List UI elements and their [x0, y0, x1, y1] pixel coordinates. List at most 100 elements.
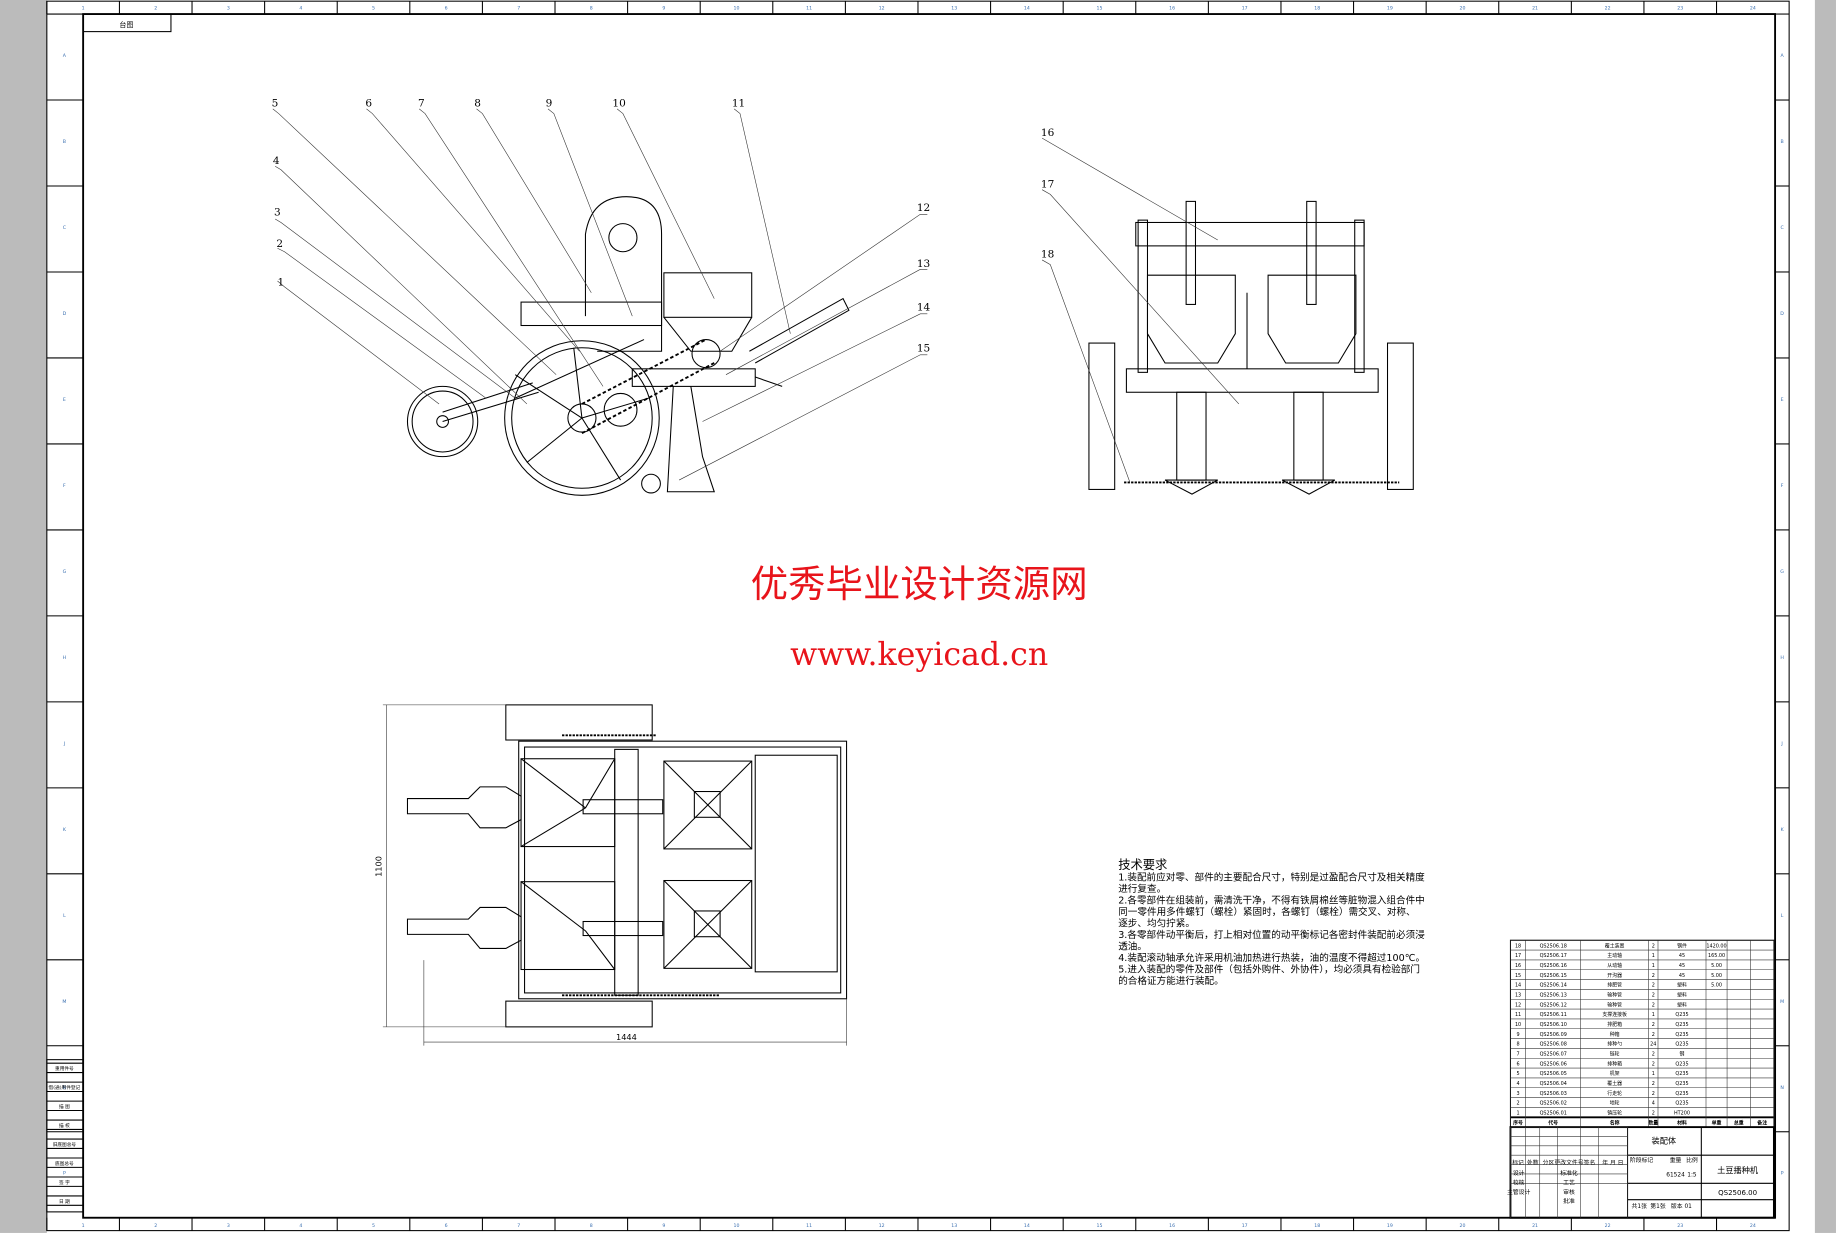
balloon-9: 9 [546, 98, 553, 110]
bom-cell: 2 [1652, 1081, 1655, 1087]
bom-cell: 5.00 [1711, 973, 1722, 979]
bom-cell: QS2506.07 [1540, 1051, 1567, 1057]
side-label: 签 字 [59, 1179, 70, 1186]
zone-row-label: A [63, 53, 67, 59]
bom-cell: 2 [1652, 1091, 1655, 1097]
balloon-14: 14 [917, 301, 931, 313]
bom-cell: QS2506.03 [1540, 1091, 1567, 1097]
bom-cell: 塑料 [1677, 982, 1687, 989]
bom-cell: 钢件 [1677, 942, 1687, 949]
side-label: 底图总号 [55, 1160, 74, 1167]
bom-cell: 3 [1517, 1091, 1520, 1097]
scale-value: 1:5 [1687, 1172, 1697, 1178]
bom-cell: 覆土装置 [1605, 942, 1625, 949]
bom-cell: QS2506.08 [1540, 1042, 1567, 1048]
bom-cell: QS2506.11 [1540, 1012, 1567, 1018]
bom-cell: 5 [1517, 1071, 1520, 1077]
zone-col-label: 2 [154, 1223, 157, 1229]
bom-cell: 9 [1517, 1032, 1520, 1038]
zone-col-label: 6 [445, 5, 448, 11]
bom-cell: QS2506.10 [1540, 1022, 1567, 1028]
sheet-tab-label: 台图 [119, 20, 133, 29]
zone-col-label: 16 [1169, 5, 1175, 11]
bom-cell: 6 [1517, 1061, 1520, 1067]
role-label: 设计 [1513, 1169, 1525, 1177]
bom-row: 8 QS2506.08 排种勺 24 Q235 [1510, 1041, 1774, 1049]
zone-col-label: 4 [299, 5, 302, 11]
bom-cell: 24 [1650, 1042, 1656, 1048]
bom-header: 数量 [1648, 1119, 1658, 1126]
bom-cell: 2 [1652, 1002, 1655, 1008]
bom-cell: QS2506.15 [1540, 973, 1567, 979]
watermark-title: 优秀毕业设计资源网 [751, 562, 1088, 606]
front-view [1088, 200, 1414, 495]
zone-row-label: B [1781, 139, 1784, 145]
zone-col-label: 9 [662, 1223, 665, 1229]
bom-cell: 1 [1652, 1012, 1655, 1018]
zone-row-label: L [1781, 913, 1784, 919]
zone-row-label: M [62, 999, 66, 1005]
drawing-number: QS2506.00 [1718, 1188, 1757, 1197]
zone-col-label: 22 [1605, 1223, 1611, 1229]
balloon-5: 5 [272, 98, 279, 110]
tech-req-line: 同一零件用多件螺钉（螺栓）紧固时，各螺钉（螺栓）需交叉、对称、 [1118, 906, 1415, 918]
tech-req-line: 的合格证方能进行装配。 [1118, 975, 1224, 987]
bom-cell: 4 [1517, 1081, 1520, 1087]
bom-cell: 17 [1515, 953, 1521, 959]
bom-cell: 5.00 [1711, 963, 1722, 969]
bom-cell: 排种勺 [1607, 1041, 1622, 1048]
zone-col-label: 3 [227, 5, 230, 11]
bom-cell: Q235 [1675, 1071, 1688, 1077]
zone-col-label: 22 [1605, 5, 1611, 11]
revision-header: 更改文件号 [1554, 1159, 1583, 1167]
zone-col-label: 7 [517, 1223, 520, 1229]
balloon-3: 3 [274, 206, 281, 218]
bom-header: 名称 [1610, 1119, 1620, 1126]
bom-cell: Q235 [1675, 1022, 1688, 1028]
bom-cell: QS2506.13 [1540, 992, 1567, 998]
zone-col-label: 18 [1314, 5, 1320, 11]
bom-cell: 1 [1517, 1110, 1520, 1116]
bom-cell: 2 [1652, 1110, 1655, 1116]
front-view-leaders [1041, 137, 1240, 483]
revision-header: 标记 [1512, 1159, 1524, 1167]
zone-col-label: 14 [1024, 5, 1030, 11]
zone-col-label: 15 [1096, 5, 1102, 11]
revision-header: 年 月 日 [1602, 1159, 1623, 1167]
bom-cell: 机架 [1610, 1070, 1620, 1077]
bom-cell: 8 [1517, 1042, 1520, 1048]
zone-col-label: 13 [951, 5, 957, 11]
balloon-10: 10 [612, 98, 625, 110]
bom-cell: QS2506.04 [1540, 1081, 1567, 1087]
zone-col-label: 1 [82, 1223, 85, 1229]
bom-cell: 从动轴 [1607, 962, 1622, 969]
bom-cell: 1 [1652, 1071, 1655, 1077]
revision-header: 分区 [1543, 1159, 1555, 1167]
bom-cell: 11 [1515, 1012, 1521, 1018]
bom-cell: 2 [1652, 1022, 1655, 1028]
zone-row-label: E [1781, 397, 1784, 403]
zone-row-label: C [1780, 225, 1784, 231]
bom-cell: QS2506.12 [1540, 1002, 1567, 1008]
bom-cell: 2 [1517, 1101, 1520, 1107]
revision-header: 处数 [1527, 1159, 1539, 1167]
sheet-tab [82, 13, 172, 33]
zone-col-label: 3 [227, 1223, 230, 1229]
balloon-15: 15 [917, 342, 930, 354]
bom-cell: 2 [1652, 983, 1655, 989]
technical-requirements: 技术要求 1.装配前应对零、部件的主要配合尺寸，特别是过盈配合尺寸及相关精度进行… [1118, 858, 1425, 987]
zone-col-label: 19 [1387, 1223, 1393, 1229]
zone-row-label: J [1780, 741, 1782, 747]
bom-cell: 种箱 [1610, 1031, 1620, 1038]
balloon-4: 4 [273, 155, 280, 167]
bom-cell: Q235 [1675, 1042, 1688, 1048]
